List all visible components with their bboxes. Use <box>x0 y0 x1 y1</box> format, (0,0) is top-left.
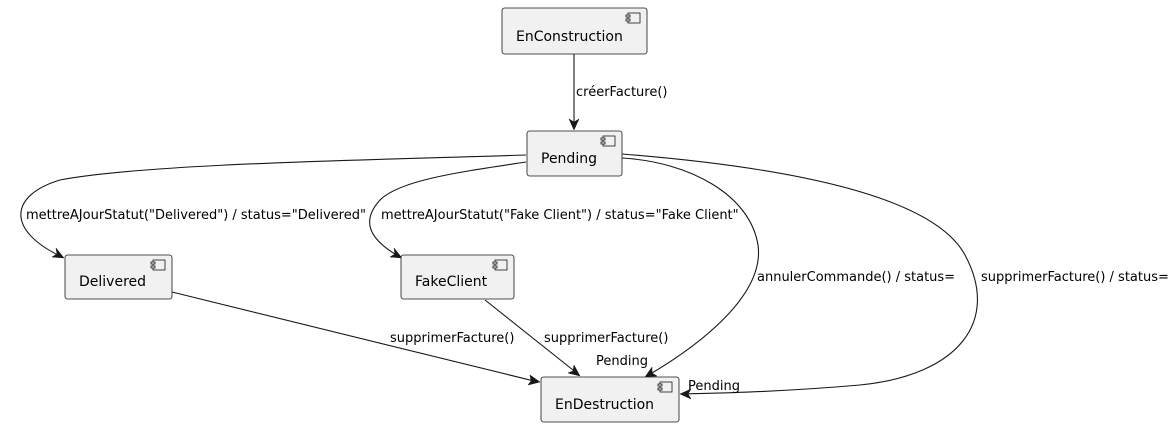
edge-label-to-delivered: mettreAJourStatut("Delivered") / status=… <box>26 208 366 223</box>
edge-supprimer-pending: supprimerFacture() / status= Pending <box>621 153 1169 400</box>
state-label: EnConstruction <box>516 29 623 45</box>
edge-label-to-fake-client: mettreAJourStatut("Fake Client") / statu… <box>381 208 739 223</box>
component-icon <box>150 259 166 271</box>
state-pending[interactable]: Pending <box>526 130 623 177</box>
arrowhead <box>679 388 692 400</box>
state-en-destruction[interactable]: EnDestruction <box>540 376 680 423</box>
arrowhead <box>527 374 541 386</box>
edge-label-annuler-commande: annulerCommande() / status= <box>757 270 955 285</box>
edge-creer-facture: créerFacture() <box>568 54 667 131</box>
edge-label-supprimer-pending-cont: Pending <box>688 379 740 394</box>
state-label: Pending <box>541 151 597 167</box>
edge-pending-to-fake-client: mettreAJourStatut("Fake Client") / statu… <box>369 161 739 259</box>
component-icon <box>625 12 641 24</box>
edge-label-creer-facture: créerFacture() <box>576 85 667 100</box>
component-icon <box>492 259 508 271</box>
edge-label-supprimer-delivered: supprimerFacture() <box>390 331 514 346</box>
edge-label-annuler-commande-cont: Pending <box>596 354 648 369</box>
edge-supprimer-delivered: supprimerFacture() <box>171 291 541 386</box>
edge-pending-to-delivered: mettreAJourStatut("Delivered") / status=… <box>20 154 527 259</box>
arrowhead <box>567 364 581 377</box>
state-label: FakeClient <box>415 274 488 290</box>
edge-label-supprimer-pending: supprimerFacture() / status= <box>981 270 1169 285</box>
arrowhead <box>644 366 658 378</box>
arrowhead <box>51 247 65 259</box>
state-label: Delivered <box>79 274 146 290</box>
state-delivered[interactable]: Delivered <box>64 254 173 300</box>
edge-annuler-commande: annulerCommande() / status= Pending <box>596 157 955 378</box>
component-icon <box>657 381 673 393</box>
edge-label-supprimer-fake-client: supprimerFacture() <box>544 331 668 346</box>
arrowhead <box>568 118 580 131</box>
state-en-construction[interactable]: EnConstruction <box>501 7 648 55</box>
arrowhead <box>389 247 403 259</box>
state-label: EnDestruction <box>555 397 654 413</box>
edge-supprimer-fake-client: supprimerFacture() <box>484 299 668 377</box>
component-icon <box>600 135 616 147</box>
state-fake-client[interactable]: FakeClient <box>400 254 515 300</box>
